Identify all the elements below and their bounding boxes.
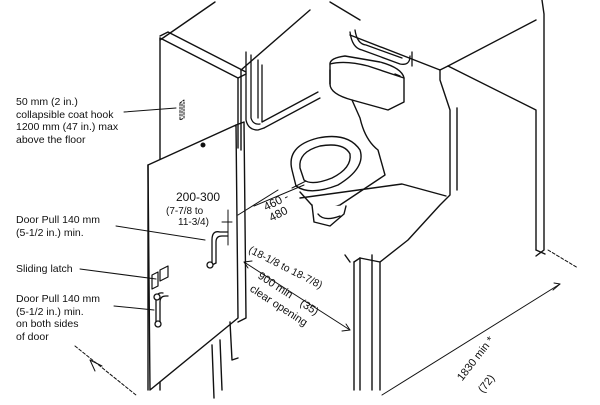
toilet-drawing — [290, 55, 447, 227]
grab-bars — [245, 29, 413, 131]
door-pull-both-line-1: Door Pull 140 mm — [16, 293, 101, 305]
coat-hook-line-2: collapsible coat hook — [16, 108, 114, 121]
door-pull-both-label: Door Pull 140 mm (5-1/2 in.) min. on bot… — [16, 293, 100, 343]
door-pull-inside-line-2: (5-1/2 in.) min. — [16, 226, 84, 239]
sliding-latch-label: Sliding latch — [16, 263, 73, 275]
coat-hook-icon — [179, 99, 185, 121]
coat-hook-line-4: above the floor — [16, 133, 86, 146]
coat-hook-line-1: 50 mm (2 in.) — [16, 96, 78, 108]
pull-height-value: 200-300 — [176, 190, 221, 204]
door-pull-both-line-2: (5-1/2 in.) min. — [16, 305, 84, 318]
pull-height-imperial-line-2: 11-3/4) — [178, 217, 209, 228]
dimension-lines — [74, 180, 579, 396]
door-pull-inside-icon — [206, 231, 229, 269]
door-pull-inside-label: Door Pull 140 mm (5-1/2 in.) min. — [16, 214, 100, 239]
sliding-latch-icon — [151, 265, 169, 290]
coat-hook-line-3: 1200 mm (47 in.) max — [16, 121, 119, 133]
back-walls — [159, 1, 441, 151]
door-pull-both-line-3: on both sides — [16, 318, 79, 330]
door-pull-outside-icon — [153, 292, 169, 328]
right-partition — [344, 0, 546, 391]
pull-height-imperial: (7-7/8 to 11-3/4) — [166, 206, 209, 228]
door-panel — [147, 121, 247, 399]
leader-lines — [79, 107, 206, 311]
door-pull-inside-line-1: Door Pull 140 mm — [16, 214, 101, 226]
coat-hook-label: 50 mm (2 in.) collapsible coat hook 1200… — [16, 96, 118, 146]
door-pull-both-line-4: of door — [16, 330, 49, 343]
pull-height-imperial-line-1: (7-7/8 to — [166, 206, 204, 217]
